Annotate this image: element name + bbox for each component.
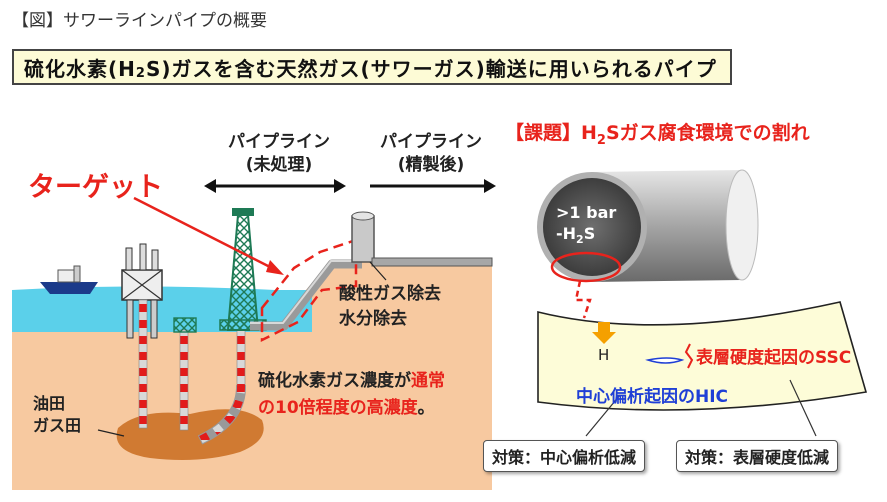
tank-pointer xyxy=(369,261,387,281)
countermeasure-center-box: 対策：中心偏析低減 xyxy=(483,440,646,472)
processing-tank xyxy=(351,211,493,267)
hic-label: 中心偏析起因のHIC xyxy=(576,387,729,407)
riser-pipe-1 xyxy=(138,299,148,429)
pipe-cross-section xyxy=(537,169,759,282)
manifold xyxy=(173,317,197,333)
target-label: ターゲット xyxy=(28,172,163,203)
concentration-part1: 硫化水素ガス濃度が xyxy=(258,371,411,391)
pipeline-refined-line1: パイプライン xyxy=(380,132,482,152)
land-mass xyxy=(280,262,492,490)
field-pointer xyxy=(97,429,125,437)
pressure-sub: 2 xyxy=(576,232,584,246)
offshore-platform xyxy=(121,243,163,339)
field-line2: ガス田 xyxy=(33,415,82,435)
hydrogen-arrow xyxy=(592,322,616,344)
title-sub: 2 xyxy=(135,65,146,81)
concentration-note: 硫化水素ガス濃度が通常 の10倍程度の高濃度。 xyxy=(258,368,445,422)
surface-pointer xyxy=(789,379,817,437)
figure-caption: 【図】サワーラインパイプの概要 xyxy=(12,11,267,31)
crack-connector xyxy=(574,280,592,319)
acid-gas-removal-label: 酸性ガス除去 水分除去 xyxy=(339,282,441,331)
riser-pipe-2 xyxy=(179,329,189,431)
ssc-label: 表層硬度起因のSSC xyxy=(696,348,852,368)
title-post: S)ガスを含む天然ガス(サワーガス)輸送に用いられるパイプ xyxy=(145,56,717,81)
acid-removal-line2: 水分除去 xyxy=(339,308,407,329)
target-region-outline xyxy=(260,238,358,343)
pressure-line1: >1 bar xyxy=(556,203,617,222)
issue-heading: 【課題】H2Sガス腐食環境での割れ xyxy=(505,118,810,148)
ssc-crack xyxy=(684,343,694,369)
issue-post: Sガス腐食環境での割れ xyxy=(605,122,810,144)
countermeasure-surface-box: 対策：表層硬度低減 xyxy=(676,440,839,472)
hydrogen-label: H xyxy=(598,346,610,364)
ship xyxy=(40,265,98,294)
concentration-part2: 通常 xyxy=(411,371,445,391)
pipeline-refined-line2: (精製後) xyxy=(397,154,465,175)
pipeline-untreated-line1: パイプライン xyxy=(228,132,330,152)
derrick xyxy=(219,208,267,331)
target-arrow xyxy=(133,196,273,270)
gray-pipeline xyxy=(250,259,362,331)
concentration-part4: 。 xyxy=(417,398,435,419)
steel-plate xyxy=(537,301,868,411)
pipe-pressure-label: >1 bar -H2S xyxy=(556,203,617,246)
acid-removal-line1: 酸性ガス除去 xyxy=(339,284,441,304)
issue-sub: 2 xyxy=(596,133,606,148)
center-pointer xyxy=(585,394,621,437)
crack-highlight xyxy=(550,251,622,283)
pipeline-untreated-line2: (未処理) xyxy=(245,154,313,175)
pressure-post: S xyxy=(583,223,596,243)
oil-gas-field-label: 油田 ガス田 xyxy=(33,393,81,436)
pipeline-untreated-label: パイプライン (未処理) xyxy=(228,131,330,177)
concentration-part3: の10倍程度の高濃度 xyxy=(258,398,418,419)
hic-crack xyxy=(645,357,685,364)
pressure-line2: -H xyxy=(556,223,577,243)
pipeline-refined-label: パイプライン (精製後) xyxy=(380,131,482,177)
field-line1: 油田 xyxy=(33,394,66,413)
riser-pipe-3 xyxy=(236,329,246,391)
issue-pre: 【課題】H xyxy=(505,122,597,144)
title-pre: 硫化水素(H xyxy=(24,56,136,81)
